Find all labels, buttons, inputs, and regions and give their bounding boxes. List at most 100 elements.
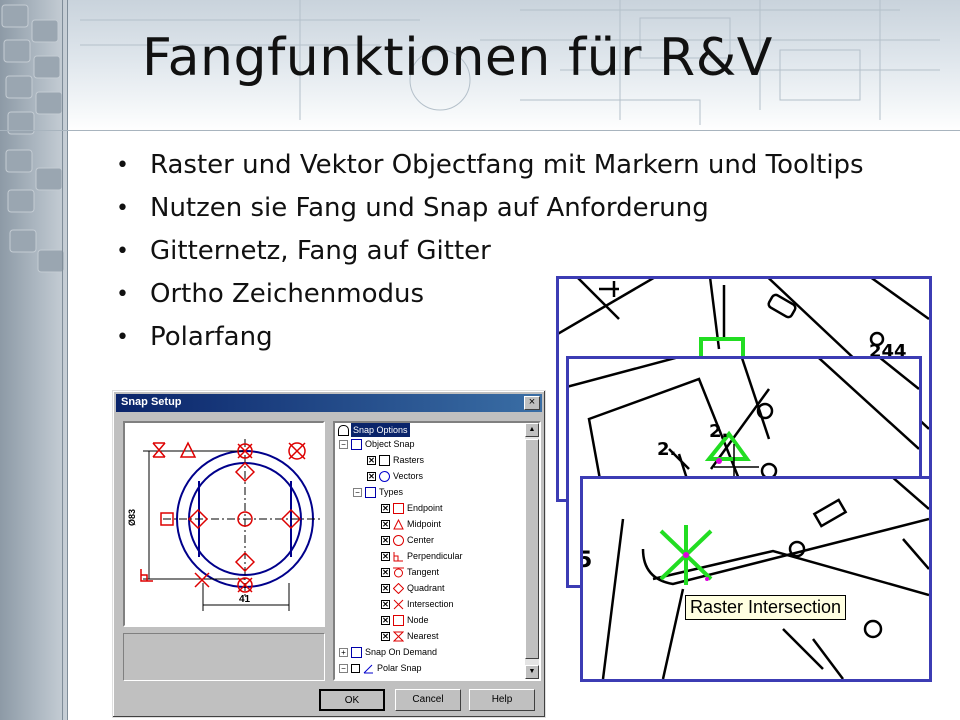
bullet-dot: •	[116, 282, 129, 307]
bullet-dot: •	[116, 153, 129, 178]
tree-label: Snap On Demand	[365, 647, 438, 657]
diameter-dimension-label: Ø83	[127, 509, 137, 526]
tree-item-midpoint[interactable]: ✕ Midpoint	[335, 517, 525, 533]
tree-label: Rasters	[393, 455, 425, 465]
checkbox[interactable]: ✕	[381, 616, 390, 625]
checkbox[interactable]: ✕	[381, 584, 390, 593]
help-button[interactable]: Help	[469, 689, 535, 711]
tree-scrollbar[interactable]: ▲ ▼	[525, 423, 539, 679]
bullet-text: Polarfang	[150, 322, 273, 352]
map-label: 5	[583, 548, 592, 573]
tree-label: Object Snap	[365, 439, 415, 449]
checkbox[interactable]	[351, 664, 360, 673]
tree-label: Nearest	[407, 631, 439, 641]
raster-map-icon: 5	[583, 479, 929, 679]
checkbox[interactable]: ✕	[381, 632, 390, 641]
tree-item-rasters[interactable]: ✕ Rasters	[335, 453, 525, 469]
tree-item-tangent[interactable]: ✕ Tangent	[335, 565, 525, 581]
collapse-toggle[interactable]: −	[353, 488, 362, 497]
intersection-icon	[393, 599, 404, 610]
collapse-toggle[interactable]: −	[339, 664, 348, 673]
checkbox[interactable]: ✕	[381, 504, 390, 513]
scroll-thumb[interactable]	[525, 439, 539, 659]
bullet-dot: •	[116, 196, 129, 221]
snap-preview-drawing: Ø83 41	[123, 421, 325, 627]
slide-left-band	[0, 0, 68, 720]
tree-item-quadrant[interactable]: ✕ Quadrant	[335, 581, 525, 597]
types-icon	[365, 487, 376, 498]
slide-header-background	[0, 0, 960, 132]
tree-label: Perpendicular	[407, 551, 463, 561]
tree-label: Endpoint	[407, 503, 443, 513]
tree-label: Center	[407, 535, 435, 545]
snap-info-box	[123, 633, 325, 681]
tree-item-intersection[interactable]: ✕ Intersection	[335, 597, 525, 613]
bullet-item: •Gitternetz, Fang auf Gitter	[112, 236, 932, 267]
tree-label: Intersection	[407, 599, 454, 609]
cancel-button[interactable]: Cancel	[395, 689, 461, 711]
bullet-text: Raster und Vektor Objectfang mit Markern…	[150, 150, 864, 180]
tree-item-snap-on-demand[interactable]: + Snap On Demand	[335, 645, 525, 661]
tree-item-vectors[interactable]: ✕ Vectors	[335, 469, 525, 485]
checkbox[interactable]: ✕	[381, 536, 390, 545]
node-icon	[393, 615, 404, 626]
bullet-dot: •	[116, 239, 129, 264]
tree-item-types[interactable]: − Types	[335, 485, 525, 501]
magnet-icon	[338, 425, 349, 436]
tree-label: Vectors	[393, 471, 424, 481]
bullet-dot: •	[116, 325, 129, 350]
perpendicular-icon	[393, 552, 403, 562]
width-dimension-label: 41	[239, 594, 251, 605]
raster-intersection-tooltip: Raster Intersection	[685, 595, 847, 620]
checkbox[interactable]: ✕	[381, 568, 390, 577]
checkbox[interactable]: ✕	[367, 472, 376, 481]
tree-label: Midpoint	[407, 519, 442, 529]
scroll-down-button[interactable]: ▼	[525, 665, 539, 679]
bullet-text: Ortho Zeichenmodus	[150, 279, 425, 309]
ok-button[interactable]: OK	[319, 689, 385, 711]
checkbox[interactable]: ✕	[381, 520, 390, 529]
close-button[interactable]: ×	[524, 396, 540, 410]
scroll-up-button[interactable]: ▲	[525, 423, 539, 437]
collapse-toggle[interactable]: −	[339, 440, 348, 449]
nearest-icon	[393, 631, 404, 642]
slide-divider-line	[67, 0, 68, 720]
map-label: 2.	[657, 439, 676, 460]
dialog-title: Snap Setup	[121, 396, 182, 408]
checkbox[interactable]: ✕	[381, 552, 390, 561]
tree-item-nearest[interactable]: ✕ Nearest	[335, 629, 525, 645]
tree-item-polar-snap[interactable]: − Polar Snap	[335, 661, 525, 677]
tree-item-snap-options[interactable]: Snap Options	[335, 423, 525, 439]
bullet-list: • Raster und Vektor Objectfang mit Marker…	[112, 150, 932, 365]
bullet-text: Nutzen sie Fang und Snap auf Anforderung	[150, 193, 709, 223]
tree-label: Tangent	[407, 567, 440, 577]
checkbox[interactable]: ✕	[381, 600, 390, 609]
quadrant-icon	[393, 583, 404, 594]
zoom-panel-bottom: 5 Raster Intersection	[580, 476, 932, 682]
tree-item-object-snap[interactable]: − Object Snap	[335, 437, 525, 453]
checkbox[interactable]: ✕	[367, 456, 376, 465]
snap-on-demand-icon	[351, 647, 362, 658]
tree-item-center[interactable]: ✕ Center	[335, 533, 525, 549]
tree-item-node[interactable]: ✕ Node	[335, 613, 525, 629]
bullet-item: • Ortho Zeichenmodus	[112, 279, 932, 310]
mechanical-drawing-icon: Ø83 41	[127, 439, 321, 611]
slide-title: Fangfunktionen für R&V	[142, 28, 773, 88]
tree-label: Polar Snap	[377, 663, 422, 673]
tree-label: Node	[407, 615, 429, 625]
slide-header-rule	[0, 130, 960, 131]
bullet-item: • Nutzen sie Fang und Snap auf Anforderun…	[112, 193, 932, 224]
vector-icon	[379, 471, 390, 482]
polar-snap-icon	[363, 664, 373, 674]
expand-toggle[interactable]: +	[339, 648, 348, 657]
snap-setup-dialog: Snap Setup × Ø83 41	[112, 390, 546, 718]
snap-options-tree: Snap Options − Object Snap ✕ Rasters ✕ V…	[333, 421, 541, 681]
tree-label: Snap Options	[351, 423, 410, 437]
bullet-item: • Raster und Vektor Objectfang mit Marker…	[112, 150, 932, 181]
dialog-titlebar[interactable]: Snap Setup ×	[116, 394, 542, 412]
bullet-item: • Polarfang	[112, 322, 932, 353]
tree-item-endpoint[interactable]: ✕ Endpoint	[335, 501, 525, 517]
raster-icon	[379, 455, 390, 466]
tangent-icon	[393, 567, 404, 578]
tree-item-perpendicular[interactable]: ✕ Perpendicular	[335, 549, 525, 565]
